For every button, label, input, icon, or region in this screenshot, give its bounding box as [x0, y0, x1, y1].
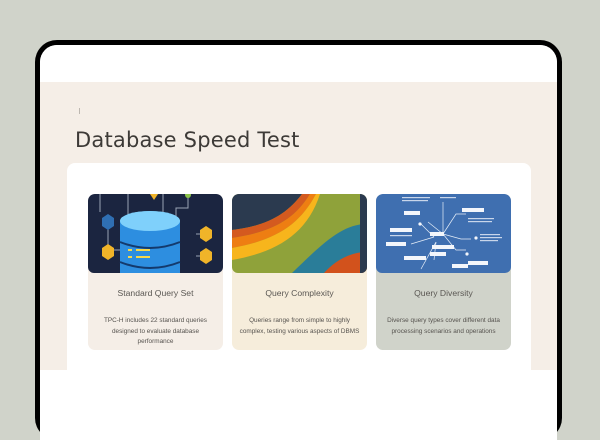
card-standard-query-set[interactable]: Standard Query Set TPC-H includes 22 sta… — [88, 194, 223, 350]
cards-container: Standard Query Set TPC-H includes 22 sta… — [67, 163, 531, 383]
card-query-diversity[interactable]: Query Diversity Diverse query types cove… — [376, 194, 511, 350]
card-title: Query Diversity — [414, 288, 473, 298]
card-query-complexity[interactable]: Query Complexity Queries range from simp… — [232, 194, 367, 350]
card-title: Query Complexity — [265, 288, 334, 298]
card-title: Standard Query Set — [117, 288, 194, 298]
top-bar — [40, 45, 557, 82]
blueprint-mind-map-icon — [376, 194, 511, 273]
layered-wave-chart-icon — [232, 194, 367, 273]
screen: Database Speed Test — [40, 45, 557, 440]
page-title: Database Speed Test — [75, 128, 300, 152]
card-description: TPC-H includes 22 standard queries desig… — [103, 317, 207, 345]
card-description: Diverse query types cover different data… — [387, 317, 500, 335]
device-frame: Database Speed Test — [35, 40, 562, 440]
text-cursor-marker — [79, 108, 80, 114]
database-network-icon — [88, 194, 223, 273]
card-description: Queries range from simple to highly comp… — [239, 317, 360, 335]
